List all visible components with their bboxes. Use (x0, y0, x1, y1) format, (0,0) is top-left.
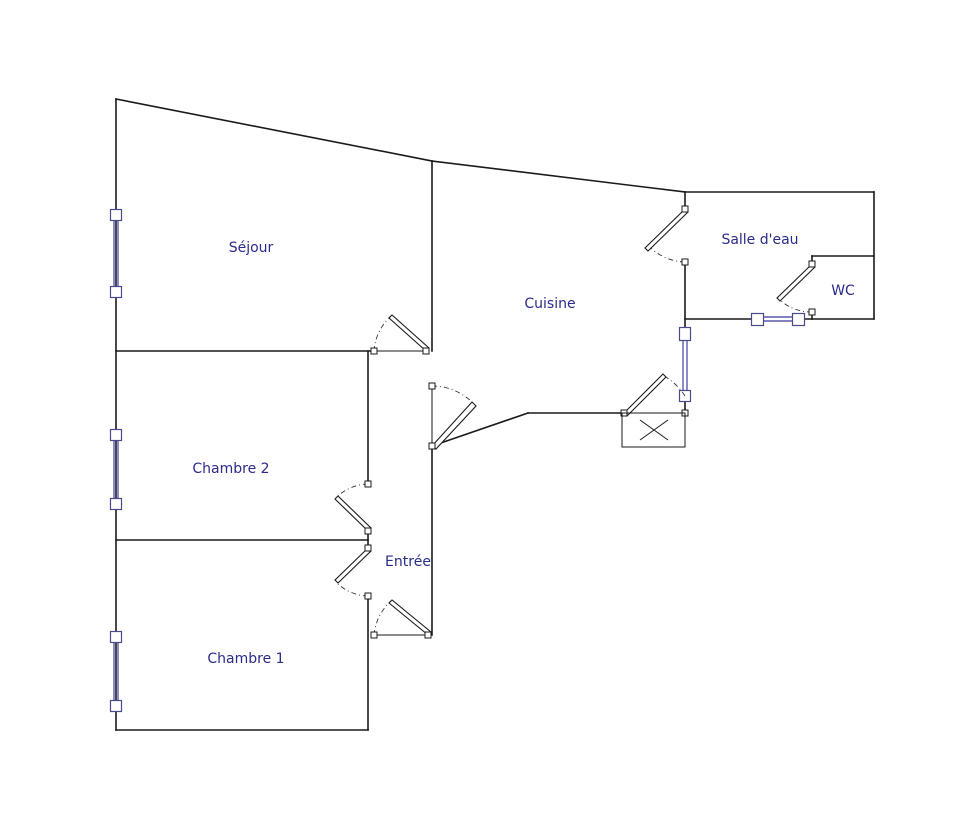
door-swing-icon (776, 260, 816, 316)
door-swing-icon (370, 314, 430, 355)
door-swing-icon (334, 480, 372, 535)
label-cuisine: Cuisine (524, 296, 575, 312)
window-icon (750, 312, 806, 327)
label-chambre1: Chambre 1 (207, 651, 284, 667)
door-swing-icon (370, 599, 432, 639)
wall-north-sejour (115, 98, 433, 162)
label-entree: Entrée (385, 554, 431, 570)
crossed-box-icon (621, 412, 686, 448)
label-wc: WC (831, 283, 855, 299)
label-salle-deau: Salle d'eau (721, 232, 798, 248)
label-sejour: Séjour (229, 240, 274, 256)
door-swing-icon (428, 382, 477, 450)
window-icon (109, 428, 123, 511)
door-swing-icon (620, 373, 689, 417)
window-icon (109, 208, 123, 299)
door-swing-icon (334, 544, 372, 600)
door-swing-icon (644, 205, 689, 266)
doors (334, 205, 816, 639)
label-chambre2: Chambre 2 (192, 461, 269, 477)
window-icon (678, 326, 692, 403)
wall-north-cuisine (431, 160, 686, 193)
room-labels: Séjour Cuisine Salle d'eau WC Chambre 2 … (192, 232, 855, 667)
walls (115, 98, 875, 731)
window-icon (109, 630, 123, 713)
wall-south-cuisine-slant (430, 411, 530, 448)
